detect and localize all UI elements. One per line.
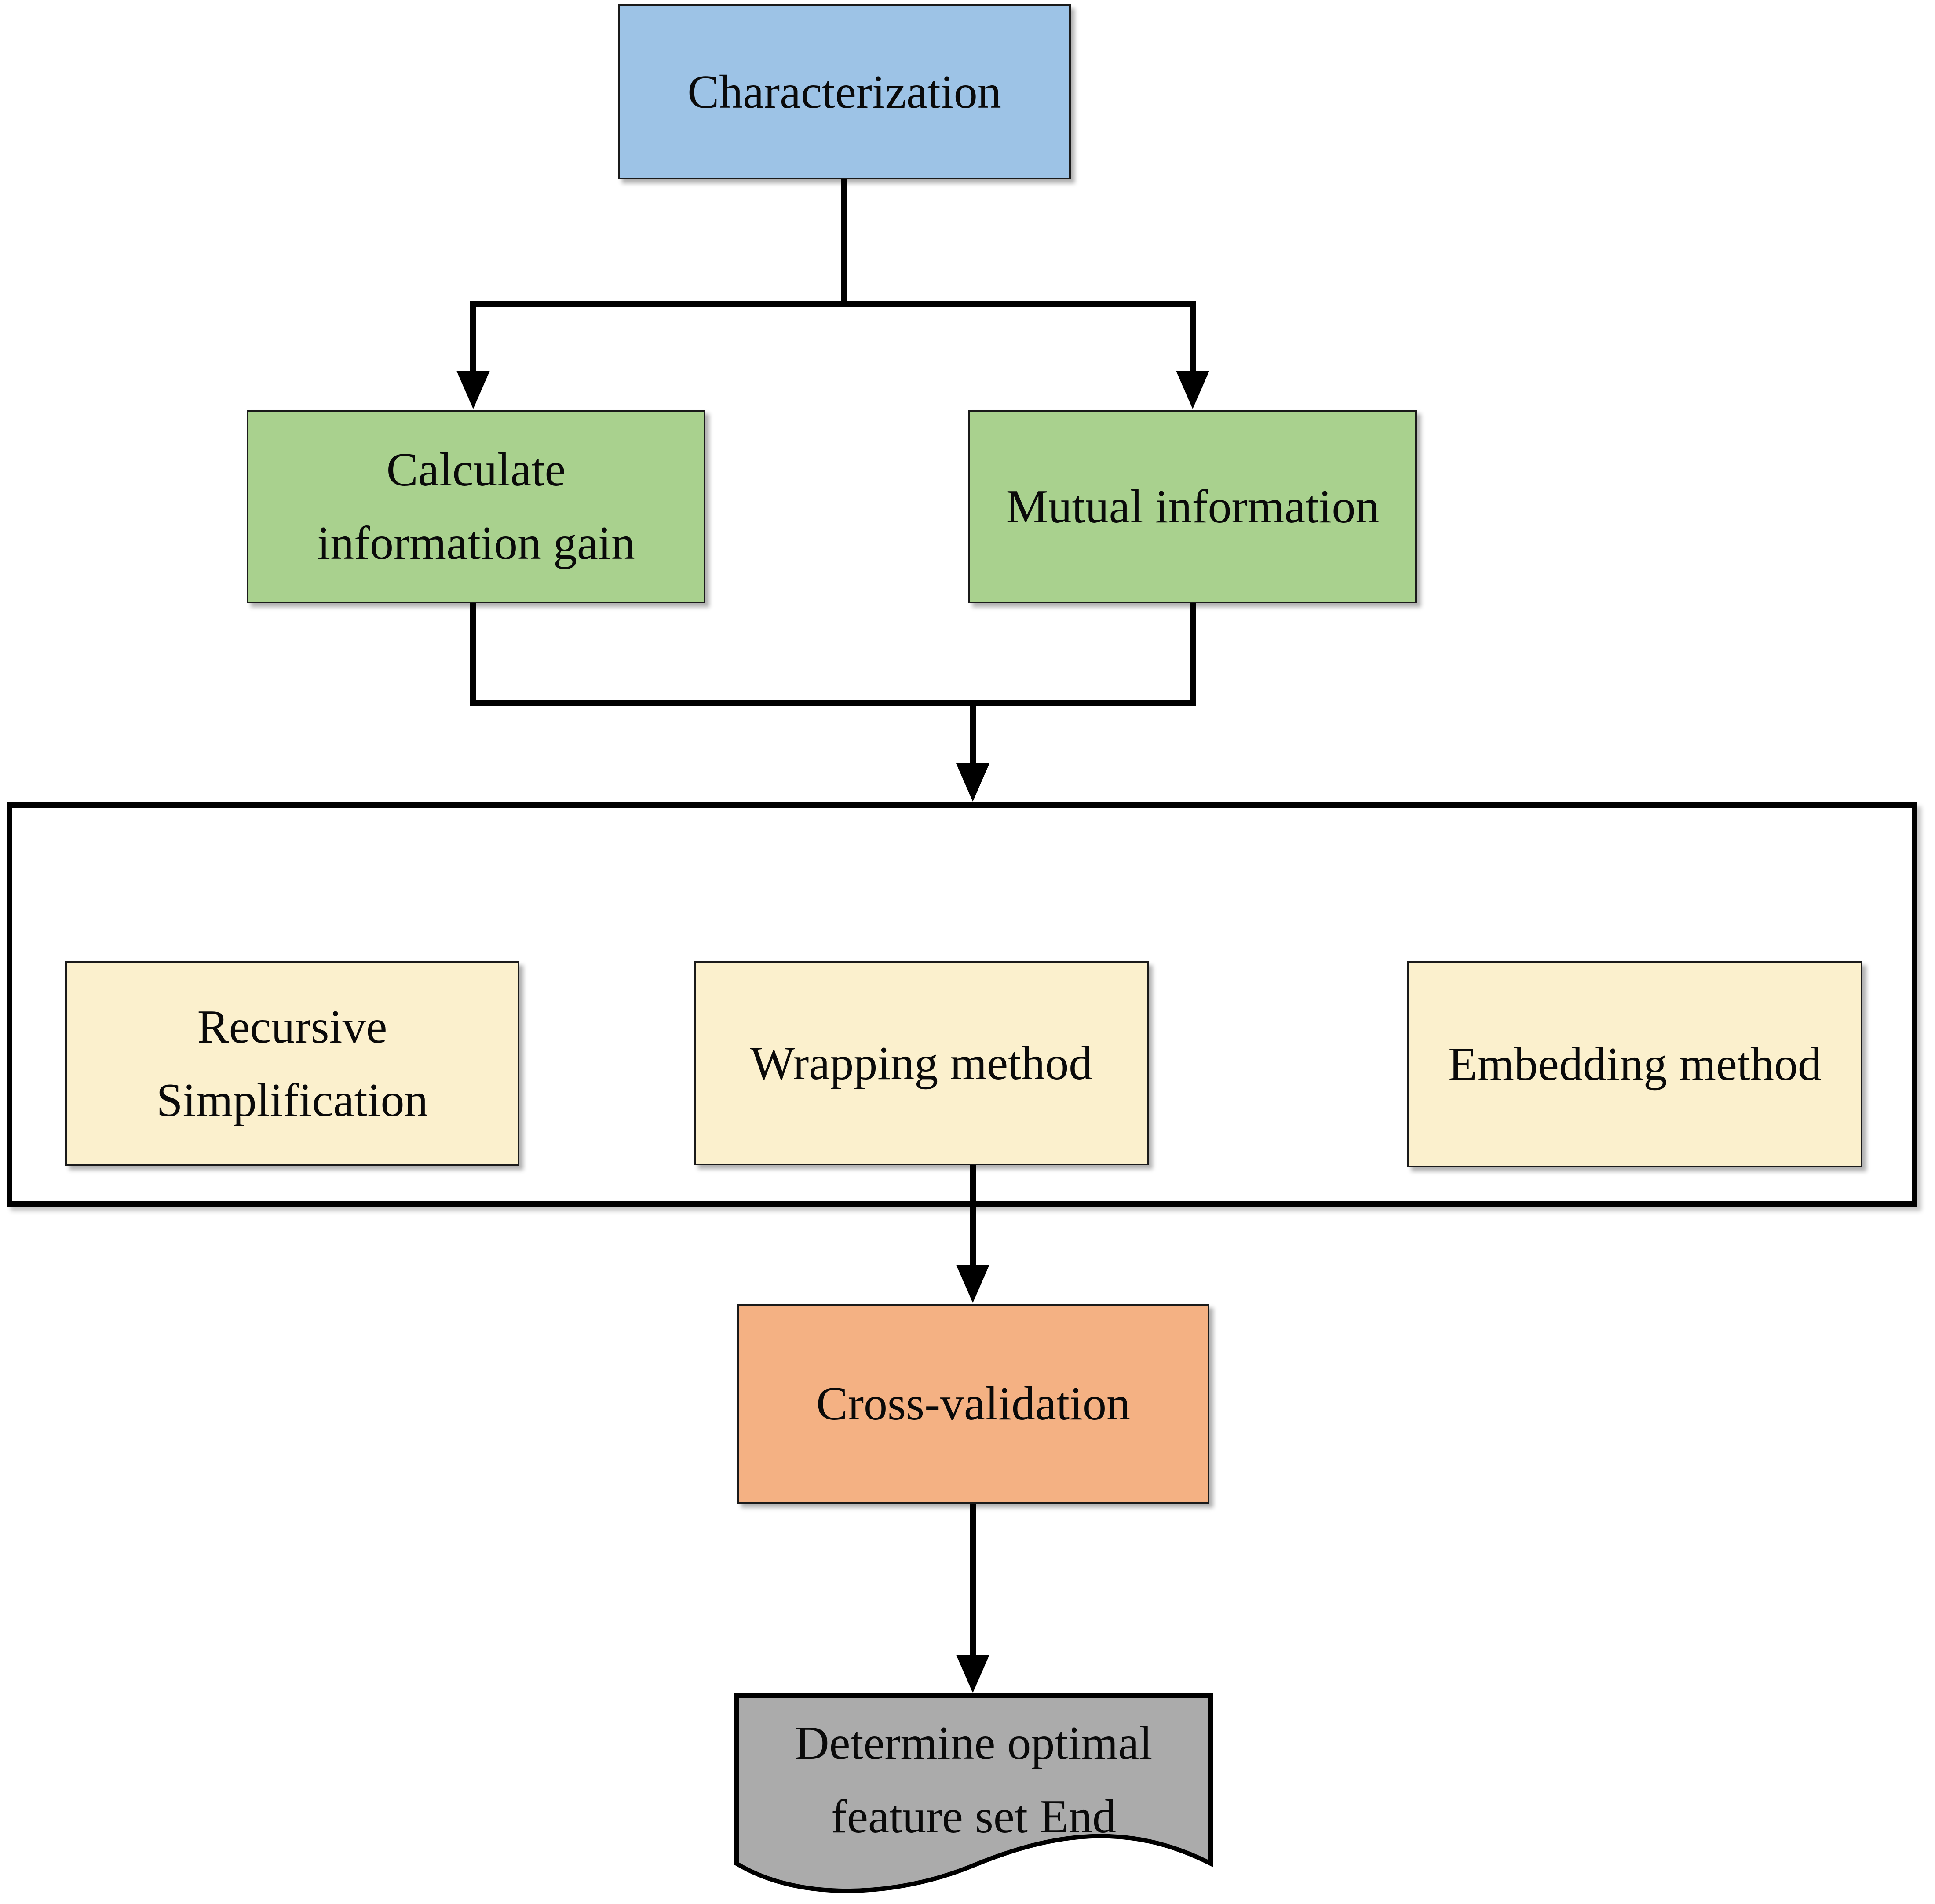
node-cross-validation-label: Cross-validation bbox=[816, 1378, 1130, 1430]
connector-branch-rail bbox=[470, 301, 1196, 376]
node-end-document-line1: Determine optimal bbox=[795, 1717, 1153, 1769]
node-recursive-simplification-line1: Recursive bbox=[197, 1001, 387, 1053]
node-characterization: Characterization bbox=[618, 4, 1071, 179]
node-mutual-information: Mutual information bbox=[968, 410, 1417, 603]
node-wrapping-method-label: Wrapping method bbox=[750, 1037, 1093, 1090]
node-embedding-method: Embedding method bbox=[1407, 961, 1862, 1167]
node-recursive-simplification: Recursive Simplification bbox=[65, 961, 519, 1166]
arrowhead-into-end bbox=[956, 1655, 989, 1693]
node-embedding-method-label: Embedding method bbox=[1448, 1038, 1822, 1091]
node-calculate-information-gain: Calculate information gain bbox=[247, 410, 705, 603]
node-characterization-label: Characterization bbox=[687, 66, 1001, 118]
arrowhead-into-calculate bbox=[456, 371, 490, 409]
node-calculate-information-gain-line1: Calculate bbox=[386, 444, 566, 496]
node-end-document-line2: feature set End bbox=[831, 1791, 1116, 1843]
arrowhead-into-crossvalidation bbox=[956, 1265, 989, 1303]
node-mutual-information-label: Mutual information bbox=[1006, 480, 1380, 533]
node-end-document: Determine optimal feature set End bbox=[737, 1696, 1211, 1864]
connector-merge-rail bbox=[470, 602, 1196, 706]
arrowhead-into-container bbox=[956, 763, 989, 802]
node-wrapping-method: Wrapping method bbox=[694, 961, 1149, 1165]
node-calculate-information-gain-line2: information gain bbox=[317, 517, 635, 569]
node-recursive-simplification-line2: Simplification bbox=[156, 1074, 428, 1127]
arrowhead-into-mutual bbox=[1176, 371, 1209, 409]
node-cross-validation: Cross-validation bbox=[737, 1304, 1209, 1504]
